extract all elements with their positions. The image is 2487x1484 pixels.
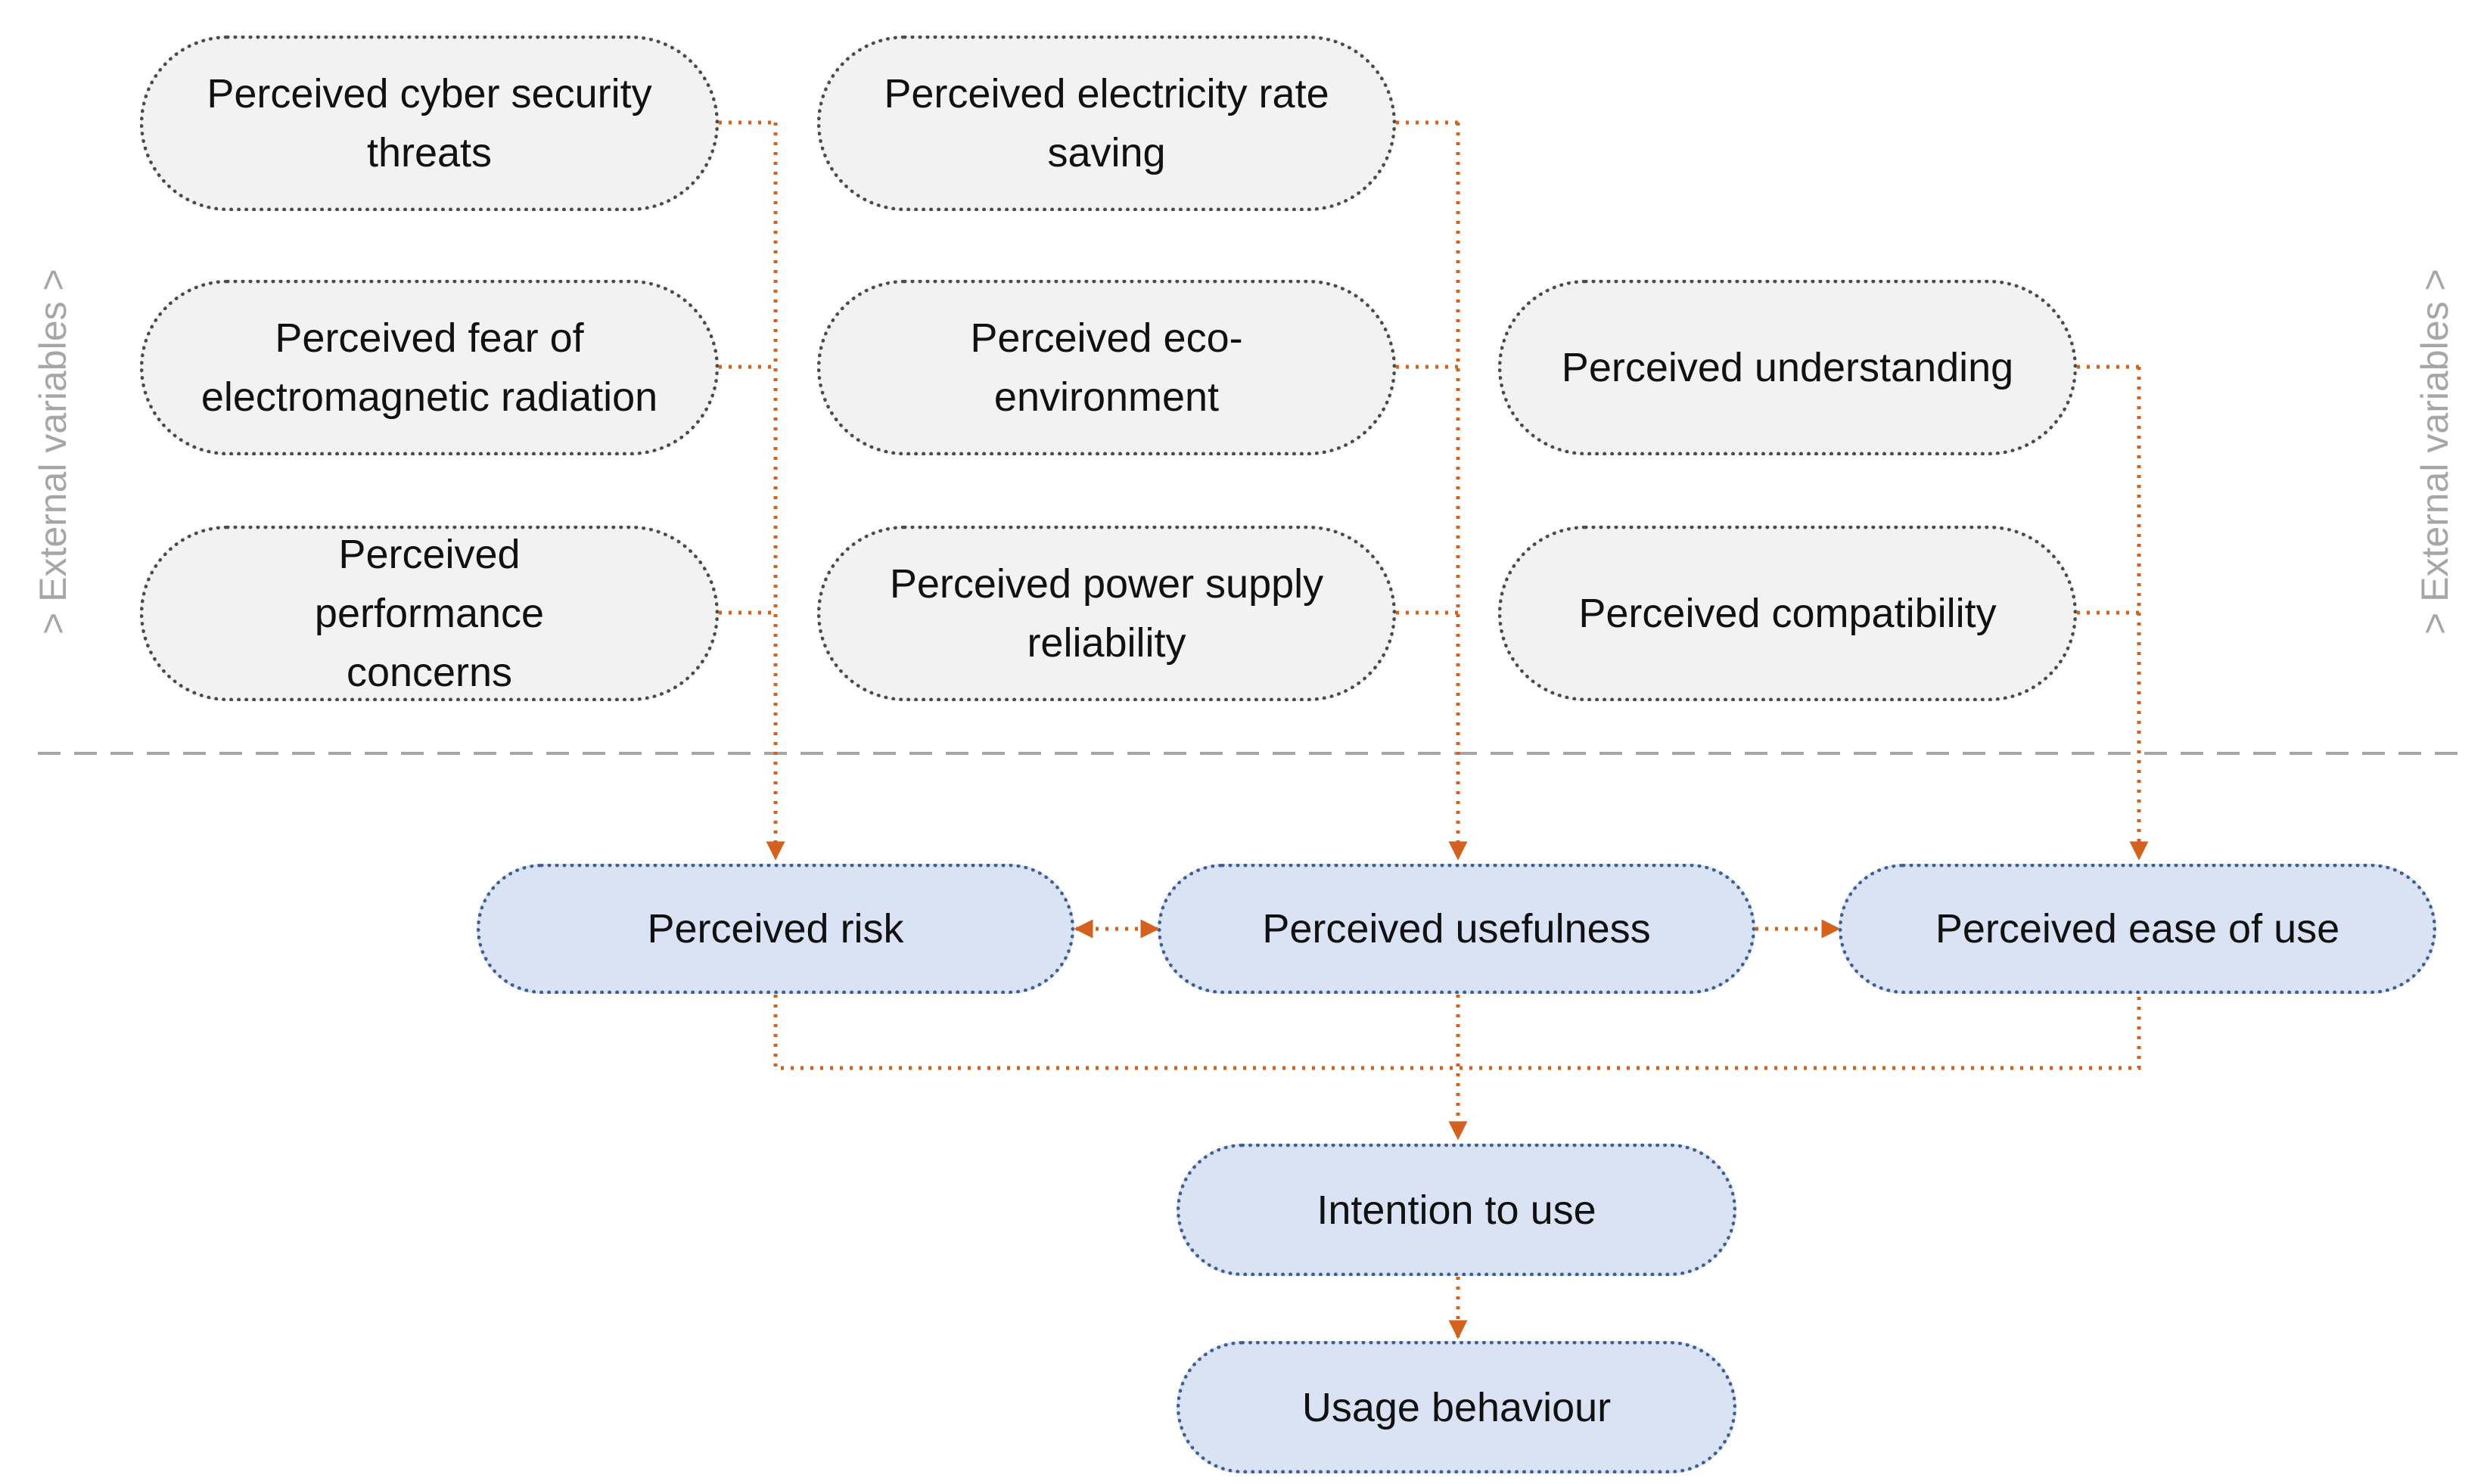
node-perceived-compatibility: Perceived compatibility <box>1498 526 2077 701</box>
node-perceived-cyber-security-threats: Perceived cyber security threats <box>140 36 719 211</box>
node-perceived-eco-environment: Perceived eco-environment <box>817 280 1396 455</box>
node-perceived-fear-of-radiation: Perceived fear of electromagnetic radiat… <box>140 280 719 455</box>
node-perceived-risk: Perceived risk <box>477 864 1074 994</box>
node-perceived-electricity-rate-saving: Perceived electricity rate saving <box>817 36 1396 211</box>
node-perceived-power-supply-reliability: Perceived power supply reliability <box>817 526 1396 701</box>
node-perceived-ease-of-use: Perceived ease of use <box>1839 864 2436 994</box>
node-usage-behaviour: Usage behaviour <box>1177 1341 1736 1473</box>
external-variables-label-right: > External variables > <box>2414 269 2456 635</box>
node-intention-to-use: Intention to use <box>1177 1144 1736 1276</box>
node-perceived-performance-concerns: Perceived performance concerns <box>140 526 719 701</box>
external-variables-label-left: > External variables > <box>32 269 74 635</box>
node-perceived-usefulness: Perceived usefulness <box>1158 864 1755 994</box>
node-perceived-understanding: Perceived understanding <box>1498 280 2077 455</box>
